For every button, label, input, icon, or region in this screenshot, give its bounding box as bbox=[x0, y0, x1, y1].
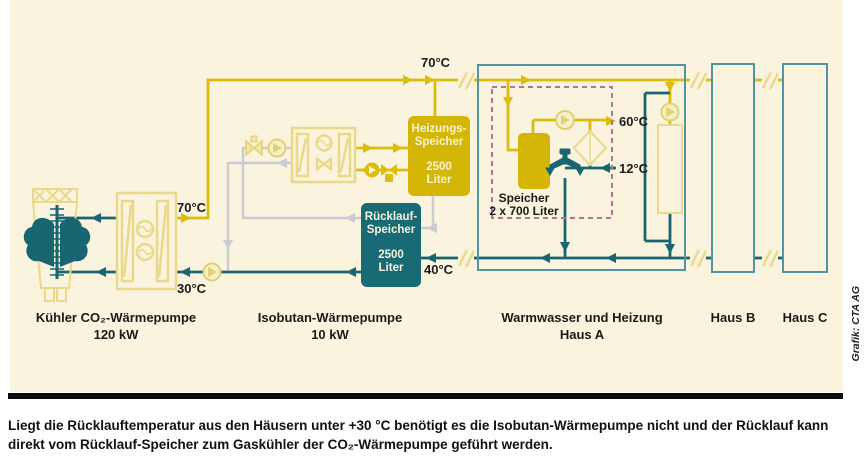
co2-compressor-icon bbox=[23, 205, 91, 279]
haus-b-outline bbox=[711, 63, 755, 273]
ruecklauf-speicher-label-1: Rücklauf- bbox=[365, 211, 418, 223]
warmwater-pump-icon bbox=[555, 110, 575, 130]
cold-flow-arrows bbox=[91, 163, 675, 277]
pipe-break-symbols bbox=[457, 71, 780, 268]
tap-icon bbox=[545, 148, 585, 177]
speicher-zone-label-2: 2 x 700 Liter bbox=[489, 204, 559, 218]
gray-flow-arrows bbox=[223, 158, 437, 250]
haus-a-speicher-tank bbox=[518, 133, 550, 189]
temp-supply-top: 70°C bbox=[421, 55, 451, 70]
heizungs-speicher-tank: Heizungs- Speicher 2500 Liter bbox=[408, 116, 470, 196]
co2-heatpump-icon bbox=[115, 191, 178, 291]
speicher-zone-dashed-outline bbox=[491, 86, 613, 219]
heizungs-speicher-volume: 2500 bbox=[426, 161, 452, 173]
ruecklauf-speicher-unit: Liter bbox=[379, 262, 404, 274]
temp-coldwater-in: 12°C bbox=[619, 161, 649, 176]
haus-c-outline bbox=[782, 63, 828, 273]
heizungs-speicher-label-1: Heizungs- bbox=[412, 123, 467, 135]
isobutan-power-label: 10 kW bbox=[311, 327, 349, 342]
haus-a-label-2: Haus A bbox=[560, 327, 605, 342]
caption-line-1: Liegt die Rücklauftemperatur aus den Häu… bbox=[8, 417, 829, 433]
radiator-pump-icon bbox=[660, 102, 680, 122]
heizungs-speicher-label-2: Speicher bbox=[415, 136, 464, 148]
caption-line-2: direkt vom Rücklauf-Speicher zum Gaskühl… bbox=[8, 436, 553, 452]
temp-co2-in: 30°C bbox=[177, 281, 207, 296]
ruecklauf-speicher-label-2: Speicher bbox=[367, 224, 416, 236]
speicher-zone-label-1: Speicher bbox=[499, 191, 550, 205]
hot-flow-arrows bbox=[181, 75, 675, 223]
kuehler-power-label: 120 kW bbox=[94, 327, 140, 342]
heat-exchanger-icon bbox=[572, 129, 608, 167]
scheme-diagram: Heizungs- Speicher 2500 Liter Rücklauf- … bbox=[10, 0, 843, 392]
figure-caption: Liegt die Rücklauftemperatur aus den Häu… bbox=[8, 416, 850, 454]
ruecklauf-speicher-volume: 2500 bbox=[378, 249, 404, 261]
isobutan-inlet-valve-icon bbox=[245, 135, 263, 157]
three-way-valve-icon bbox=[381, 164, 397, 182]
temp-co2-out: 70°C bbox=[177, 200, 207, 215]
graphic-credit: Grafik: CTA AG bbox=[850, 286, 862, 362]
ruecklauf-speicher-tank: Rücklauf- Speicher 2500 Liter bbox=[361, 203, 421, 287]
isobutan-heatpump-icon bbox=[290, 126, 357, 184]
haus-a-outline bbox=[477, 64, 686, 271]
heizung-pump-icon bbox=[364, 162, 380, 178]
haus-b-label: Haus B bbox=[711, 310, 756, 325]
house-outlines bbox=[477, 63, 828, 273]
haus-a-label-1: Warmwasser und Heizung bbox=[501, 310, 662, 325]
temp-return-bottom: 40°C bbox=[424, 262, 454, 277]
isobutan-inlet-pump-icon bbox=[267, 138, 287, 158]
gascooler-pump-icon bbox=[202, 262, 222, 282]
isobutan-label: Isobutan-Wärmepumpe bbox=[258, 310, 402, 325]
haus-c-label: Haus C bbox=[783, 310, 828, 325]
divider-bar bbox=[8, 393, 843, 399]
temp-warmwater-out: 60°C bbox=[619, 114, 649, 129]
heizungs-speicher-unit: Liter bbox=[427, 174, 452, 186]
kuehler-label: Kühler CO₂-Wärmepumpe bbox=[36, 310, 196, 325]
radiator-icon bbox=[657, 124, 683, 214]
